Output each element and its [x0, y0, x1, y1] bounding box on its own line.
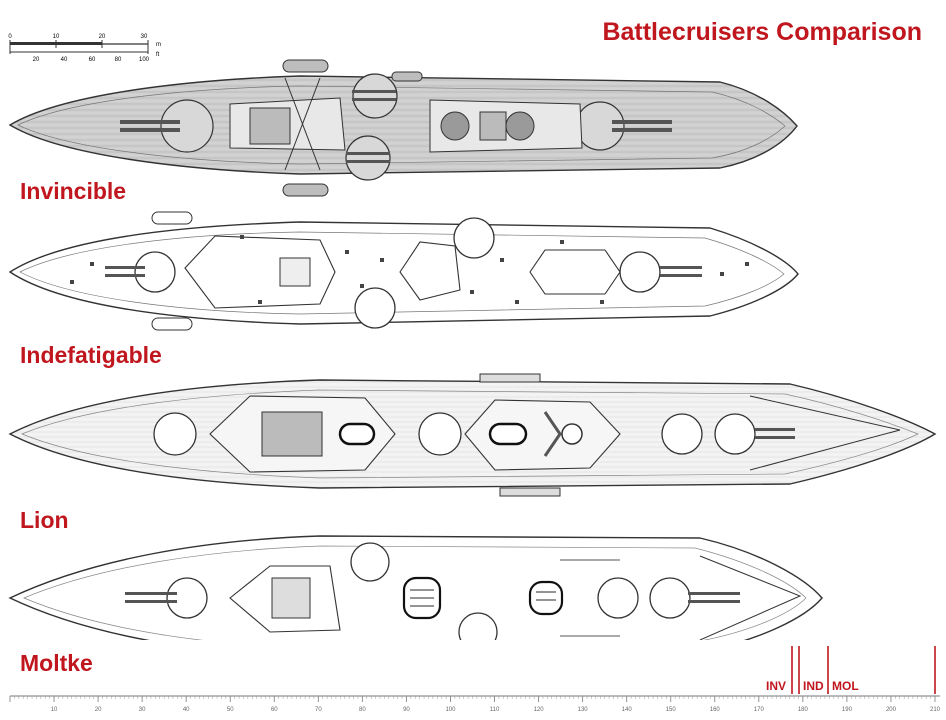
ruler-ticks: 10 20 30 40 50 60 70 80 90 100 110 120 130 140 150 160 1…: [9, 696, 941, 713]
ship-plan-lion: [8, 373, 937, 497]
scale-bottom-tick: 20: [33, 57, 40, 63]
superstructure: [399, 241, 461, 301]
ruler-tick-label: 50: [227, 707, 234, 713]
turret: [453, 217, 495, 259]
boat: [282, 59, 329, 73]
funnel: [338, 422, 376, 446]
ruler-tick-label: 90: [403, 707, 410, 713]
ruler-tick-label: 160: [710, 707, 721, 713]
length-marker-label: INV: [766, 679, 787, 693]
ruler-tick-label: 210: [930, 707, 941, 713]
ruler-tick-label: 190: [842, 707, 853, 713]
ruler-tick-label: 200: [886, 707, 897, 713]
ruler-tick-label: 110: [490, 707, 500, 713]
turret: [153, 412, 197, 456]
scale-top-unit: m: [156, 42, 161, 48]
length-ruler: 10 20 30 40 50 60 70 80 90 100 110 120 130 140 150 160 1…: [9, 646, 941, 713]
boat: [282, 183, 329, 197]
funnel: [488, 422, 528, 446]
scale-bottom-tick: 80: [115, 57, 122, 63]
ruler-tick-label: 70: [315, 707, 322, 713]
scale-bar: 0 10 20 30 m 20 40 60 80 100 ft: [8, 34, 161, 63]
turret: [714, 413, 756, 455]
ruler-tick-label: 10: [51, 707, 58, 713]
ruler-tick-label: 180: [798, 707, 809, 713]
turret: [418, 412, 462, 456]
turret: [575, 101, 625, 151]
ship-label-indefatigable: Indefatigable: [20, 342, 162, 368]
turret: [458, 612, 498, 640]
turret: [661, 413, 703, 455]
turret: [597, 577, 639, 619]
ship-label-lion: Lion: [20, 507, 69, 533]
ruler-tick-label: 30: [139, 707, 146, 713]
page-title: Battlecruisers Comparison: [602, 18, 922, 46]
ship-plans: [8, 59, 937, 640]
turret: [350, 542, 390, 582]
ruler-tick-label: 120: [534, 707, 545, 713]
superstructure: [464, 399, 621, 471]
ruler-tick-label: 40: [183, 707, 190, 713]
ruler-tick-label: 20: [95, 707, 102, 713]
turret: [345, 135, 391, 181]
scale-top-tick: 10: [53, 34, 60, 40]
turret: [649, 577, 691, 619]
boat: [479, 373, 541, 383]
scale-top-tick: 0: [8, 34, 12, 40]
length-marker-label: MOL: [832, 679, 859, 693]
length-marker-label: IND: [803, 679, 824, 693]
ruler-tick-label: 100: [445, 707, 456, 713]
ship-label-moltke: Moltke: [20, 650, 93, 676]
superstructure: [184, 235, 336, 309]
turret: [354, 287, 396, 329]
scale-bottom-tick: 60: [89, 57, 96, 63]
turret: [160, 99, 214, 153]
boat: [391, 71, 423, 82]
ship-plan-moltke: [8, 535, 823, 640]
turret: [352, 73, 398, 119]
superstructure: [529, 249, 621, 295]
ship-plan-indefatigable: [8, 211, 799, 331]
boat: [151, 317, 193, 331]
ruler-tick-label: 140: [622, 707, 633, 713]
ship-plan-invincible: [8, 59, 798, 197]
ruler-tick-label: 60: [271, 707, 278, 713]
ship-label-invincible: Invincible: [20, 178, 127, 204]
turret: [166, 577, 208, 619]
hull-outline: [8, 75, 798, 175]
boat: [499, 487, 561, 497]
ruler-tick-label: 80: [359, 707, 366, 713]
scale-top-tick: 30: [141, 34, 148, 40]
ruler-tick-label: 150: [666, 707, 677, 713]
scale-bottom-tick: 40: [61, 57, 68, 63]
scale-bottom-unit: ft: [156, 52, 160, 58]
scale-top-tick: 20: [99, 34, 106, 40]
turret: [619, 251, 661, 293]
funnel: [528, 580, 564, 616]
ruler-tick-label: 130: [578, 707, 589, 713]
ruler-tick-label: 170: [754, 707, 765, 713]
boat: [151, 211, 193, 225]
scale-bottom-tick: 100: [139, 57, 150, 63]
turret: [134, 251, 176, 293]
